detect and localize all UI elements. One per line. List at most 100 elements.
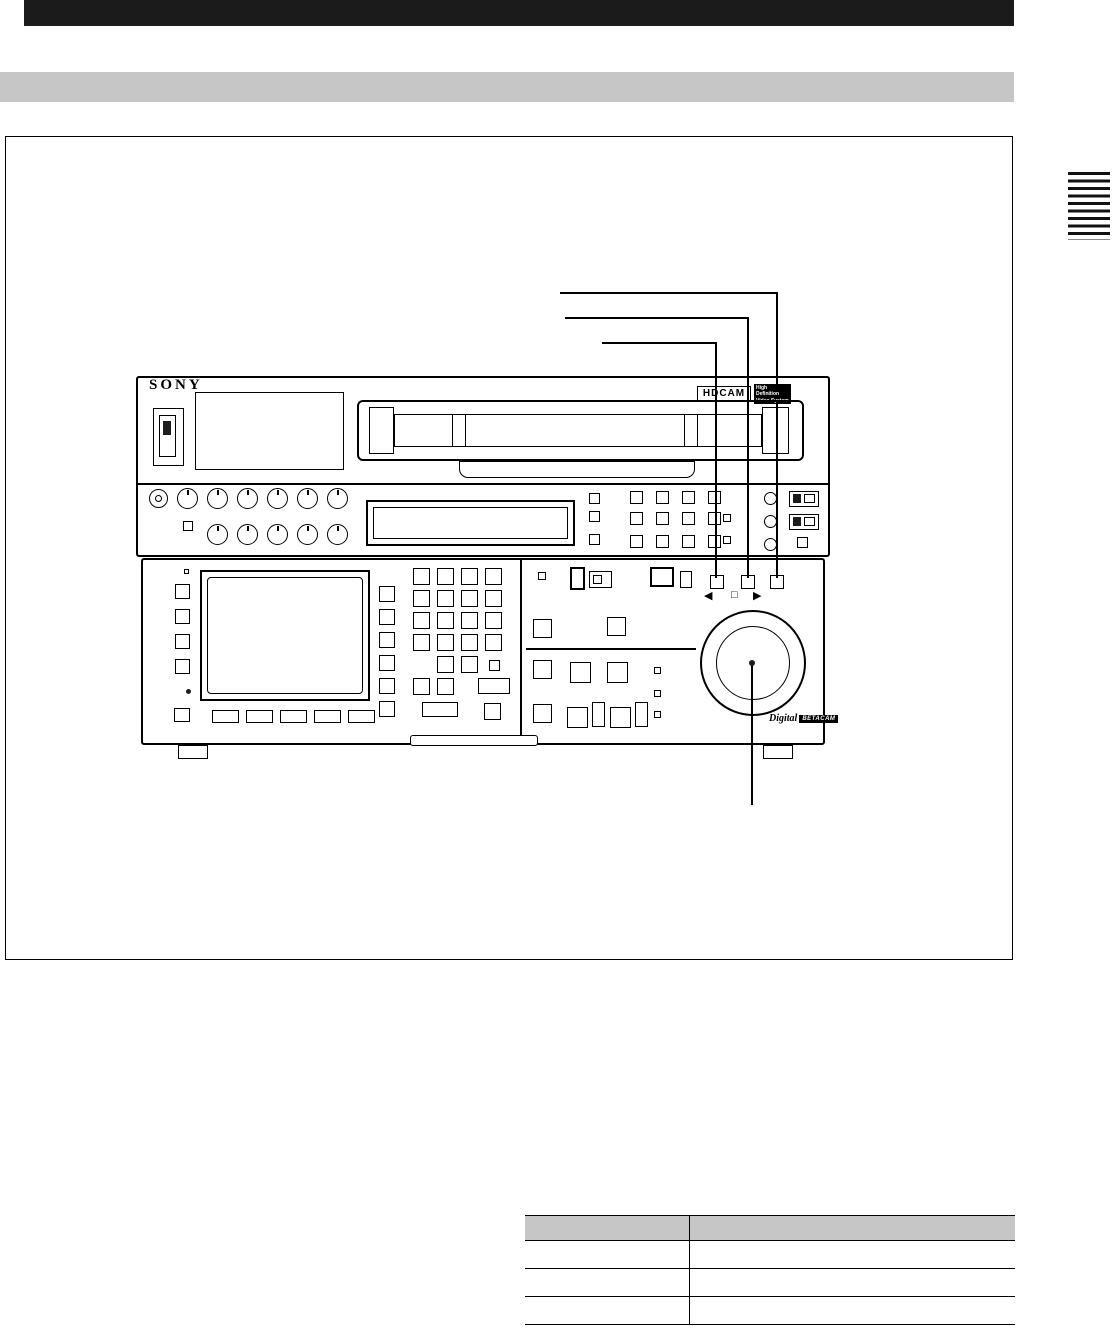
menu-indicator bbox=[184, 569, 189, 574]
keypad-key bbox=[437, 612, 454, 629]
keypad-key bbox=[437, 568, 454, 585]
digital-script-text: Digital bbox=[769, 713, 798, 724]
cassette-right-guide bbox=[762, 407, 789, 454]
status-display-bezel bbox=[200, 570, 370, 701]
keypad-key bbox=[485, 590, 502, 607]
remote-button bbox=[797, 537, 808, 548]
audio-level-knob bbox=[267, 488, 288, 509]
entry-wide-key bbox=[478, 678, 510, 694]
top-title-bar bbox=[24, 0, 1014, 26]
reverse-direction-icon: ◀ bbox=[704, 590, 713, 602]
table-cell bbox=[690, 1241, 1015, 1268]
table-header-cell bbox=[525, 1216, 690, 1240]
lower-panel-divider bbox=[520, 559, 522, 744]
auto-edit-button bbox=[650, 567, 674, 587]
phones-jack bbox=[764, 515, 777, 528]
callout-line-2-vertical bbox=[747, 317, 749, 578]
phones-jack bbox=[764, 492, 777, 505]
rec-button bbox=[533, 660, 552, 679]
soft-key-button bbox=[280, 710, 307, 723]
audio-level-knob bbox=[297, 524, 318, 545]
slide-switch-slot bbox=[804, 494, 815, 503]
device-foot-right bbox=[763, 745, 793, 759]
channel-button bbox=[656, 535, 669, 548]
page-select-button bbox=[379, 609, 395, 625]
power-switch-lever bbox=[163, 421, 171, 435]
channel-button bbox=[630, 535, 643, 548]
keypad-key bbox=[413, 568, 430, 585]
status-display-screen bbox=[207, 577, 363, 694]
keypad-mini-key bbox=[489, 660, 500, 671]
eject-button bbox=[533, 704, 552, 723]
slide-switch-slot bbox=[804, 517, 815, 526]
edit-button bbox=[589, 571, 612, 588]
table-header-row bbox=[525, 1215, 1015, 1241]
keypad-key bbox=[484, 703, 501, 720]
lamp-indicator bbox=[654, 667, 661, 674]
stop-direction-icon: □ bbox=[731, 589, 738, 601]
shuttle-mode-button bbox=[635, 702, 648, 727]
keypad-key bbox=[437, 590, 454, 607]
power-switch-slot bbox=[159, 415, 176, 457]
table-row bbox=[525, 1241, 1015, 1269]
device-upper-unit bbox=[136, 376, 830, 557]
phones-jack bbox=[764, 538, 777, 551]
page-select-button bbox=[379, 701, 395, 717]
entry-wide-key bbox=[422, 702, 458, 717]
menu-function-button bbox=[175, 659, 190, 674]
channel-mini-button bbox=[723, 536, 731, 544]
channel-mini-button bbox=[723, 514, 731, 522]
cassette-tray-lip bbox=[459, 461, 695, 478]
display-adjust-dot bbox=[186, 689, 191, 694]
key-inhibit-ring bbox=[149, 489, 168, 508]
callout-line-1-horizontal bbox=[560, 292, 778, 294]
var-memory-button bbox=[710, 575, 724, 589]
channel-button bbox=[656, 512, 669, 525]
channel-button bbox=[682, 491, 695, 504]
audio-level-knob bbox=[237, 488, 258, 509]
slide-switch bbox=[789, 514, 819, 530]
transport-divider bbox=[526, 648, 696, 650]
betacam-box-text: BETACAM bbox=[799, 714, 839, 723]
table-row bbox=[525, 1269, 1015, 1297]
transport-indicator bbox=[538, 572, 546, 580]
channel-button bbox=[708, 535, 721, 548]
sony-logo: SONY bbox=[149, 377, 203, 393]
display-mode-button bbox=[589, 511, 600, 522]
device-foot-left bbox=[178, 745, 208, 759]
spec-table bbox=[525, 1215, 1015, 1325]
keypad-key bbox=[461, 656, 478, 673]
channel-button bbox=[708, 512, 721, 525]
jog-button bbox=[741, 575, 755, 589]
table-cell bbox=[690, 1297, 1015, 1324]
section-header-bar bbox=[0, 72, 1014, 102]
rewind-button bbox=[567, 707, 588, 728]
edit-button-lamp bbox=[593, 575, 602, 584]
jog-dial bbox=[716, 626, 790, 700]
callout-line-2-horizontal bbox=[565, 317, 749, 319]
standby-button bbox=[592, 702, 605, 727]
digital-betacam-logo: Digital BETACAM bbox=[769, 713, 839, 724]
display-mode-button bbox=[589, 534, 600, 545]
audio-level-knob bbox=[297, 488, 318, 509]
table-cell bbox=[525, 1241, 690, 1268]
counter-display-bezel bbox=[366, 500, 575, 546]
channel-button bbox=[708, 491, 721, 504]
lamp-indicator bbox=[654, 690, 661, 697]
slide-switch-knob bbox=[793, 517, 801, 526]
slide-switch-knob bbox=[793, 494, 801, 503]
audio-level-knob bbox=[207, 488, 228, 509]
soft-key-button bbox=[348, 710, 375, 723]
trim-button bbox=[680, 571, 692, 588]
audio-level-knob bbox=[327, 524, 348, 545]
soft-key-button bbox=[246, 710, 273, 723]
key-inhibit-center bbox=[155, 495, 162, 502]
shuttle-dial-ring bbox=[700, 610, 806, 716]
keypad-key bbox=[461, 612, 478, 629]
table-header-cell bbox=[690, 1216, 1015, 1240]
audio-level-knob bbox=[207, 524, 228, 545]
page-select-button bbox=[379, 678, 395, 694]
keypad-key bbox=[413, 634, 430, 651]
keypad-key bbox=[485, 634, 502, 651]
soft-key-button bbox=[212, 710, 239, 723]
